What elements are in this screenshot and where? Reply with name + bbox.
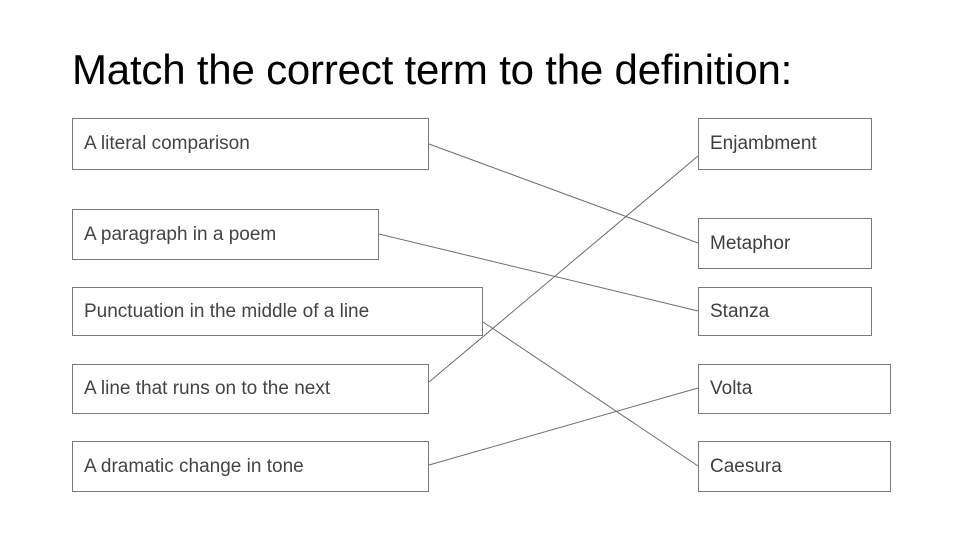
term-box-term-caesura[interactable]: Caesura xyxy=(698,441,891,492)
page-title: Match the correct term to the definition… xyxy=(72,46,793,93)
term-box-label: Caesura xyxy=(710,455,782,477)
definition-box-def-paragraph-in-poem[interactable]: A paragraph in a poem xyxy=(72,209,379,260)
definition-box-label: A dramatic change in tone xyxy=(84,455,304,477)
term-box-term-volta[interactable]: Volta xyxy=(698,364,891,414)
connector-link-runson-to-enjambment[interactable] xyxy=(428,155,699,383)
definition-box-def-dramatic-change[interactable]: A dramatic change in tone xyxy=(72,441,429,492)
definition-box-def-punctuation-middle[interactable]: Punctuation in the middle of a line xyxy=(72,287,483,336)
term-box-label: Volta xyxy=(710,378,753,399)
term-box-term-stanza[interactable]: Stanza xyxy=(698,287,872,336)
definition-box-def-literal-comparison[interactable]: A literal comparison xyxy=(72,118,429,170)
term-box-label: Enjambment xyxy=(710,133,817,154)
connector-link-dramatic-to-volta[interactable] xyxy=(428,387,699,466)
definition-box-label: A line that runs on to the next xyxy=(84,378,331,399)
definition-box-label: Punctuation in the middle of a line xyxy=(84,300,370,322)
term-box-term-enjambment[interactable]: Enjambment xyxy=(698,118,872,170)
term-box-label: Stanza xyxy=(710,300,770,322)
term-box-label: Metaphor xyxy=(710,232,791,254)
connector-link-punctuation-to-caesura[interactable] xyxy=(482,321,699,467)
definition-box-label: A literal comparison xyxy=(84,133,250,154)
connector-link-literal-to-metaphor[interactable] xyxy=(428,143,699,244)
definition-box-def-line-runs-on[interactable]: A line that runs on to the next xyxy=(72,364,429,414)
term-box-term-metaphor[interactable]: Metaphor xyxy=(698,218,872,269)
definition-box-label: A paragraph in a poem xyxy=(84,223,277,245)
